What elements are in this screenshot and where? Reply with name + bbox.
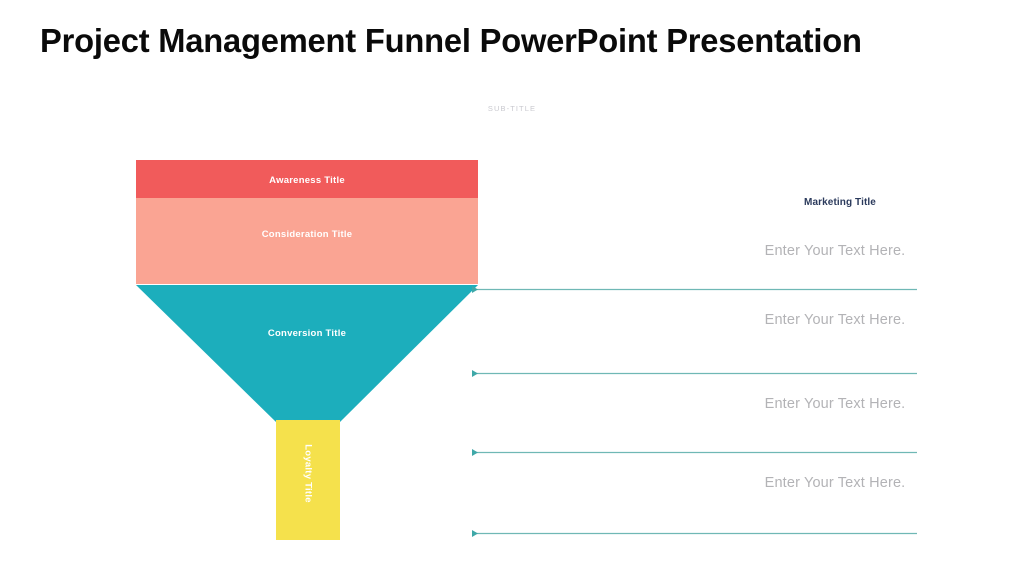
funnel-stage-conversion[interactable] xyxy=(136,285,478,422)
panel-note-3[interactable]: Enter Your Text Here. xyxy=(764,396,906,412)
page-title: Project Management Funnel PowerPoint Pre… xyxy=(40,22,862,59)
funnel-label-consideration: Consideration Title xyxy=(261,229,353,240)
funnel-label-loyalty: Loyalty Title xyxy=(302,444,314,503)
panel-note-4[interactable]: Enter Your Text Here. xyxy=(764,475,906,491)
funnel-stage-loyalty[interactable] xyxy=(276,420,340,540)
funnel-stage-consideration[interactable] xyxy=(136,198,478,284)
funnel-label-conversion: Conversion Title xyxy=(267,328,347,339)
funnel-label-awareness: Awareness Title xyxy=(269,175,345,186)
panel-heading-marketing-title: Marketing Title xyxy=(804,197,876,208)
panel-note-2[interactable]: Enter Your Text Here. xyxy=(764,312,906,328)
slide-subtitle: SUB-TITLE xyxy=(487,104,537,113)
funnel-stage-awareness[interactable] xyxy=(136,160,478,198)
panel-note-1[interactable]: Enter Your Text Here. xyxy=(764,243,906,259)
